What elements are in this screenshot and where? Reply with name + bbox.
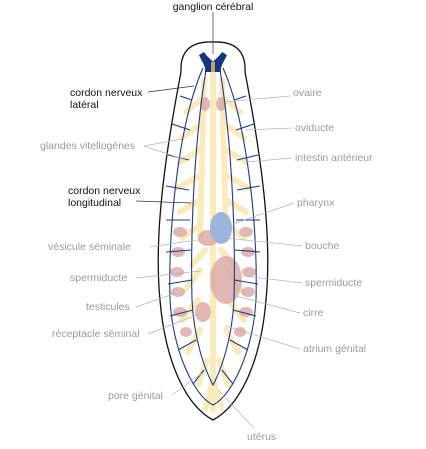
label-bouche: bouche [305, 240, 340, 252]
label-pore: pore génital [108, 390, 163, 402]
longitudinal-nerve-cord [191, 69, 235, 387]
label-cordon-long-1: cordon nerveux [68, 185, 141, 197]
label-oviducte: oviducte [295, 122, 334, 134]
label-spermiducte-right: spermiducte [305, 277, 362, 289]
nervous-system [165, 67, 261, 406]
label-uterus: utérus [247, 431, 276, 443]
label-cordon-long-2: longitudinal [68, 197, 121, 209]
label-cordon-lateral-2: latéral [70, 99, 99, 111]
cerebral-ganglion [199, 52, 227, 72]
label-intestin: intestin antérieur [295, 152, 373, 164]
label-vesicule: vésicule séminale [48, 241, 131, 253]
label-cirre: cirre [303, 307, 324, 319]
label-ovaire: ovaire [293, 87, 322, 99]
label-spermiducte-left: spermiducte [70, 272, 127, 284]
label-cordon-lateral-1: cordon nerveux [70, 87, 143, 99]
label-glandes: glandes vitellogènes [40, 140, 135, 152]
label-ganglion: ganglion cérébral [173, 1, 254, 13]
label-atrium: atrium génital [303, 343, 366, 355]
label-testicules: testicules [86, 301, 130, 313]
label-pharynx: pharynx [297, 197, 335, 209]
lateral-nerve-cord [169, 67, 257, 406]
pharynx-organ [210, 212, 232, 244]
leader-lines [135, 12, 303, 429]
label-receptacle: réceptacle séminal [52, 328, 140, 340]
